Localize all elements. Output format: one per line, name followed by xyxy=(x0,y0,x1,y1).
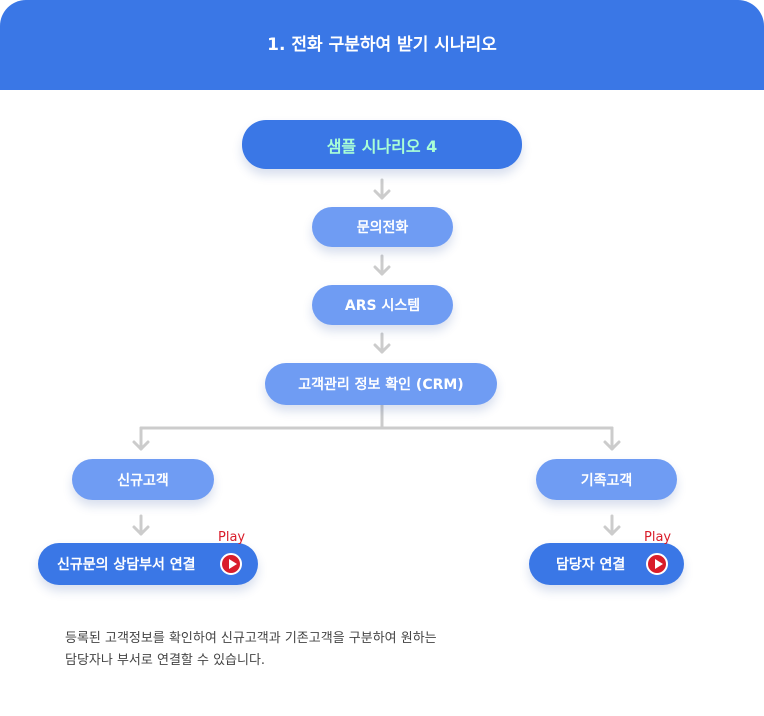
start-node: 샘플 시나리오 4 xyxy=(242,120,522,169)
action-staff-connect-label: 담당자 연결 xyxy=(556,557,626,573)
arrowhead-left xyxy=(132,440,150,451)
play-label-left: Play xyxy=(218,530,246,545)
action-staff-connect: 담당자 연결 xyxy=(529,543,684,585)
play-button-right[interactable] xyxy=(646,553,668,575)
step-inquiry-call: 문의전화 xyxy=(312,207,453,247)
step-crm-check: 고객관리 정보 확인 (CRM) xyxy=(265,363,497,405)
description: 등록된 고객정보를 확인하여 신규고객과 기존고객을 구분하여 원하는 담당자나… xyxy=(65,628,585,672)
arrowhead-left-action xyxy=(132,525,150,536)
arrowhead-3 xyxy=(373,343,391,354)
action-new-inquiry-dept-label: 신규문의 상담부서 연결 xyxy=(57,557,196,573)
arrowhead-1 xyxy=(373,189,391,200)
branch-new-customer: 신규고객 xyxy=(72,459,214,500)
arrowhead-right xyxy=(603,440,621,451)
header-bar xyxy=(0,0,764,90)
play-icon xyxy=(655,559,663,569)
description-line-1: 등록된 고객정보를 확인하여 신규고객과 기존고객을 구분하여 원하는 xyxy=(65,631,437,646)
arrowhead-2 xyxy=(373,265,391,276)
play-label-right: Play xyxy=(644,530,672,545)
branch-existing-customer: 기족고객 xyxy=(536,459,677,500)
description-line-2: 담당자나 부서로 연결할 수 있습니다. xyxy=(65,653,266,668)
step-ars-system: ARS 시스템 xyxy=(312,285,453,325)
play-icon xyxy=(229,559,237,569)
play-button-left[interactable] xyxy=(220,553,242,575)
page-title: 1. 전화 구분하여 받기 시나리오 xyxy=(267,35,497,55)
arrowhead-right-action xyxy=(603,525,621,536)
